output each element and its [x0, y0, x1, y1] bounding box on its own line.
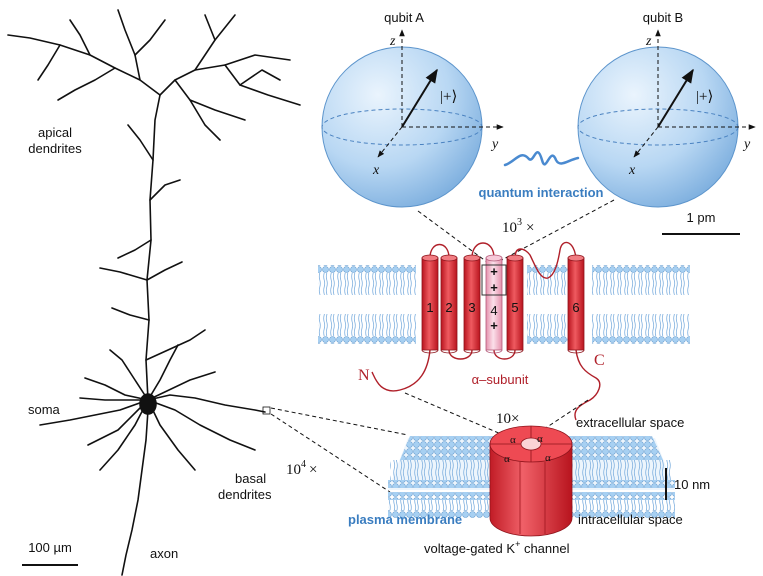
state-label-a: |+⟩: [440, 89, 457, 105]
voltage-sensor-box: [481, 264, 507, 296]
helix-label: 6: [572, 300, 579, 315]
zoom-line-to-b: [497, 199, 615, 263]
qubit-b-bloch-sphere: qubit B z y x |+⟩: [577, 10, 756, 208]
state-vector-a: [401, 68, 438, 128]
axon-label: axon: [150, 546, 178, 561]
bilayer-right: [592, 265, 690, 344]
nm-scale-label: 10 nm: [674, 477, 710, 492]
helix-3: 3: [463, 254, 481, 354]
state-vector-b: [657, 68, 694, 128]
state-label-b: |+⟩: [696, 89, 713, 105]
qubit-b-label: qubit B: [643, 10, 683, 25]
alpha-3: α: [504, 453, 510, 465]
helix-label: 2: [445, 300, 452, 315]
alpha-4: α: [545, 452, 551, 464]
alpha-1: α: [510, 434, 516, 446]
bilayer-middle: [527, 265, 569, 344]
helix-label: 1: [426, 300, 433, 315]
zoom-line-lower: [270, 413, 391, 493]
positive-charge: +: [490, 264, 498, 279]
interaction-wave: [503, 151, 580, 167]
zoom-10x: 10×: [496, 411, 519, 427]
apical-label-2: dendrites: [28, 141, 82, 156]
helix-label: 3: [468, 300, 475, 315]
c-terminus-label: C: [594, 352, 605, 369]
qubit-a-bloch-sphere: qubit A z y x |+⟩: [321, 10, 504, 208]
helix-label: 5: [511, 300, 518, 315]
alpha-2: α: [537, 433, 543, 445]
z-label-a: z: [389, 34, 396, 49]
zoom-10e4: 104×: [286, 459, 317, 478]
bilayer-left: [318, 265, 416, 344]
alpha-subunit-label: α–subunit: [472, 372, 529, 387]
x-label-b: x: [628, 163, 636, 178]
basal-label-2: dendrites: [218, 487, 272, 502]
apical-dendrite-tree: [7, 9, 301, 401]
intracellular-label: intracellular space: [578, 512, 683, 527]
axon: [121, 409, 149, 576]
k-channel-in-membrane: α α α α extracellular space intracellula…: [348, 415, 710, 556]
pm-scale-label: 1 pm: [687, 210, 716, 225]
x-label-a: x: [372, 163, 380, 178]
positive-charge: +: [490, 318, 498, 333]
plasma-membrane-label: plasma membrane: [348, 512, 462, 527]
qubit-a-label: qubit A: [384, 10, 424, 25]
channel-caption: voltage-gated K+ channel: [424, 539, 570, 556]
helix-5: 5: [506, 254, 524, 354]
zoom-line-upper: [270, 407, 409, 436]
y-label-b: y: [742, 137, 751, 152]
zoom-box: [262, 406, 271, 415]
positive-charge: +: [490, 280, 498, 295]
extracellular-label: extracellular space: [576, 415, 684, 430]
basal-dendrite-tree: [39, 344, 266, 471]
n-terminus: [371, 349, 431, 392]
pyramidal-neuron: [7, 9, 301, 576]
c-terminus: [574, 349, 601, 421]
y-label-a: y: [490, 137, 499, 152]
helix-1: 1: [421, 254, 439, 354]
helix-6: 6: [567, 254, 585, 354]
soma-label: soma: [28, 402, 61, 417]
zoom-line-to-a: [417, 210, 488, 263]
zoom-line-n: [404, 392, 509, 438]
helix-2: 2: [440, 254, 458, 354]
neuron-scale-label: 100 µm: [28, 540, 72, 555]
helix-label: 4: [490, 303, 497, 318]
z-label-b: z: [645, 34, 652, 49]
soma: [139, 393, 157, 415]
apical-label: apical: [38, 125, 72, 140]
channel-cylinder: α α α α: [489, 425, 573, 537]
n-terminus-label: N: [358, 367, 370, 384]
helix-4: 4+++: [485, 254, 503, 354]
zoom-10e3: 103×: [502, 217, 534, 236]
quantum-interaction-label: quantum interaction: [479, 185, 604, 200]
basal-label: basal: [235, 471, 266, 486]
